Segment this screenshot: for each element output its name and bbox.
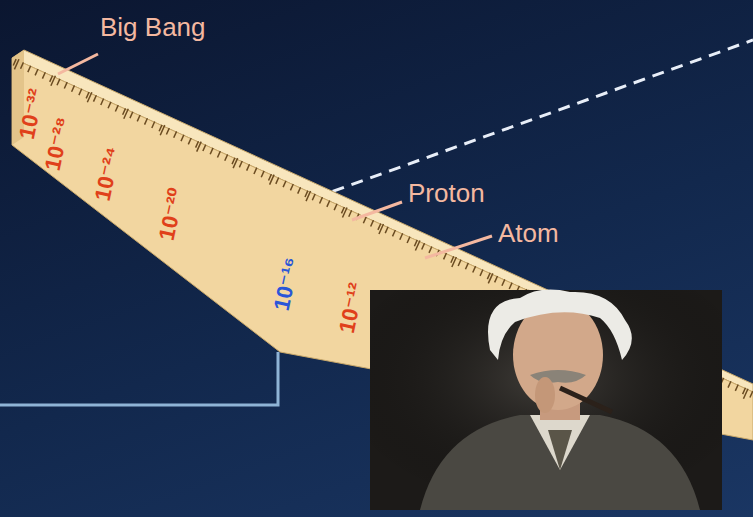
feature-label: Proton bbox=[408, 180, 485, 206]
feature-label: Atom bbox=[498, 220, 559, 246]
feature-label: Big Bang bbox=[100, 14, 206, 40]
leader-line bbox=[58, 54, 98, 74]
shirt bbox=[530, 415, 590, 470]
dashed-line bbox=[295, 40, 753, 205]
tie bbox=[548, 430, 572, 470]
bracket-line bbox=[0, 352, 278, 405]
moustache bbox=[530, 370, 586, 383]
hair bbox=[488, 290, 632, 360]
photo-frame bbox=[370, 290, 722, 510]
suit bbox=[420, 415, 700, 510]
portrait-photo bbox=[370, 290, 722, 510]
leader-line bbox=[352, 202, 402, 220]
pipe bbox=[560, 388, 612, 412]
hand bbox=[535, 377, 555, 413]
photo-light bbox=[370, 290, 722, 510]
leader-line bbox=[425, 236, 492, 258]
